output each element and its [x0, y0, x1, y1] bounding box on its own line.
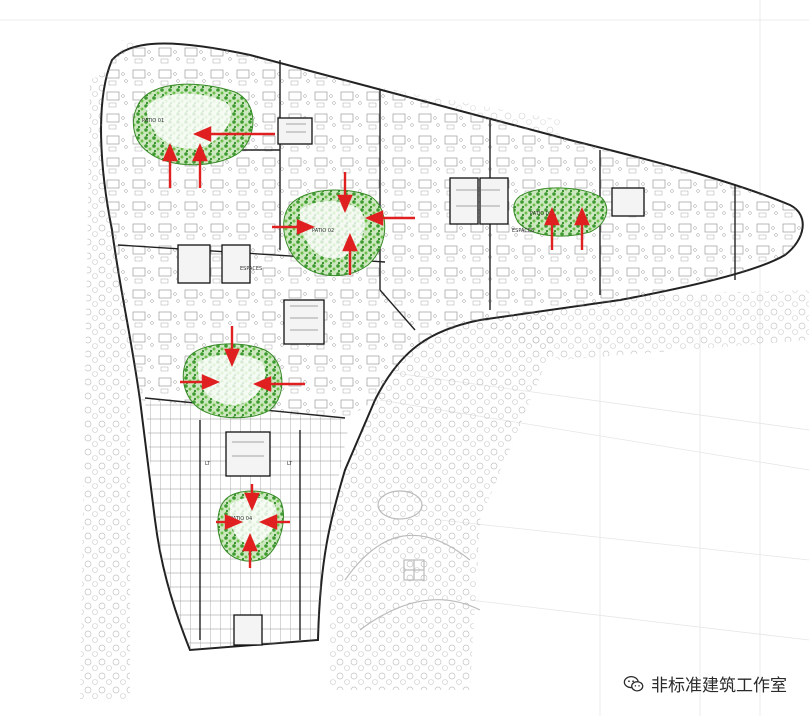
- park-paths: [344, 490, 481, 631]
- arrow: [252, 376, 305, 392]
- arrow: [337, 172, 353, 214]
- green-patios: [132, 83, 608, 562]
- arrow: [244, 484, 260, 512]
- wechat-icon: [623, 675, 644, 692]
- label-lt-2: LT: [287, 461, 293, 467]
- arrow: [574, 206, 590, 250]
- arrow: [272, 219, 316, 235]
- label-patio-3: PATIO 03: [530, 211, 552, 217]
- airflow-arrows: [162, 126, 590, 568]
- arrow: [544, 206, 560, 250]
- label-espaces-1: ESPACES: [240, 266, 262, 272]
- arrow: [180, 374, 221, 390]
- label-patio-2: PATIO 02: [312, 228, 334, 234]
- arrow: [216, 514, 244, 530]
- label-patio-4: PATIO 04: [230, 516, 252, 522]
- label-lt-1: LT: [205, 461, 211, 467]
- service-cores: [177, 117, 645, 646]
- arrow: [258, 514, 290, 530]
- room-labels: PATIO 01 PATIO 02 PATIO 03 PATIO 04 ESPA…: [142, 118, 552, 522]
- watermark: 非标准建筑工作室: [623, 671, 787, 696]
- label-espaces-2: ESPACES: [512, 228, 534, 234]
- arrow: [342, 232, 358, 275]
- core-hatching: [232, 123, 500, 457]
- label-patio-1: PATIO 01: [142, 118, 164, 124]
- arrow: [192, 142, 208, 188]
- arrow: [162, 142, 178, 188]
- arrow: [192, 126, 275, 142]
- arrow: [242, 532, 258, 568]
- arrow: [224, 326, 240, 368]
- watermark-text: 非标准建筑工作室: [651, 676, 787, 696]
- arrow: [364, 210, 415, 226]
